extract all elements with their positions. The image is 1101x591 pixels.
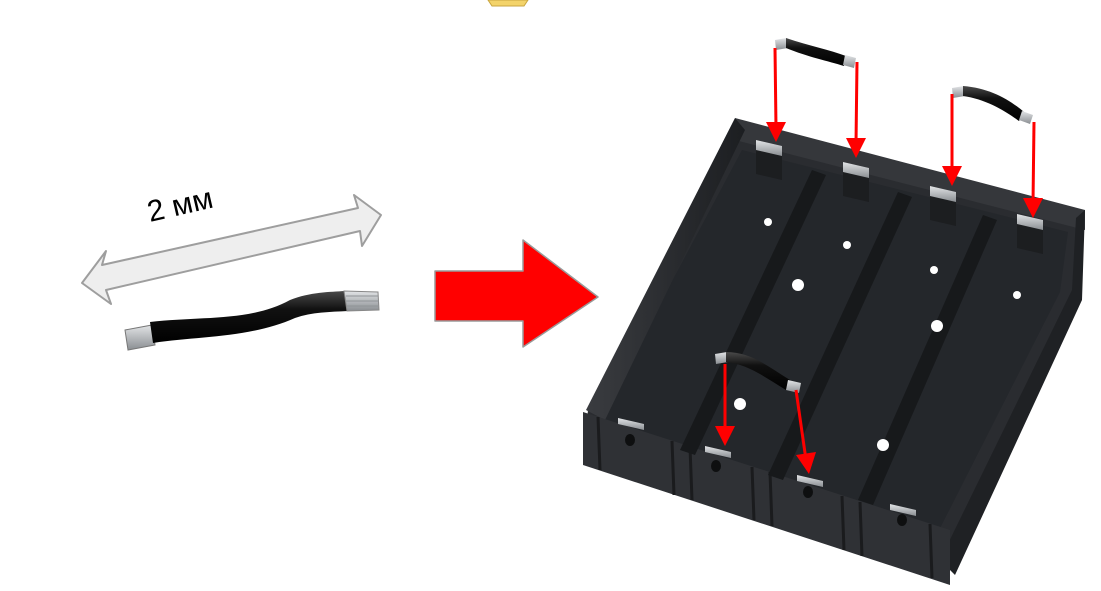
floor-holes bbox=[734, 218, 1021, 451]
wire-copper-left bbox=[124, 324, 156, 351]
holder-front-wall bbox=[583, 412, 950, 585]
jumper-wire-1 bbox=[775, 38, 856, 68]
double-headed-arrow-icon bbox=[81, 194, 382, 305]
divider-2 bbox=[768, 192, 912, 480]
wire-insulation bbox=[150, 291, 348, 343]
holder-back-wall bbox=[735, 118, 1085, 230]
back-contacts bbox=[756, 140, 1043, 254]
battery-holder bbox=[583, 118, 1085, 585]
big-right-arrow-icon bbox=[434, 239, 599, 348]
holder-right-wall bbox=[940, 210, 1085, 575]
divider-3 bbox=[858, 215, 997, 505]
wire-piece bbox=[124, 290, 380, 351]
jumper-wire-3 bbox=[715, 352, 801, 393]
divider-1 bbox=[680, 170, 826, 455]
front-contacts bbox=[618, 418, 916, 516]
assembly-arrows bbox=[715, 47, 1043, 474]
dimension-label: 2 мм bbox=[144, 182, 216, 229]
top-fragment-icon bbox=[487, 0, 529, 7]
holder-left-wall bbox=[586, 118, 745, 420]
jumper-wire-2 bbox=[952, 86, 1033, 124]
